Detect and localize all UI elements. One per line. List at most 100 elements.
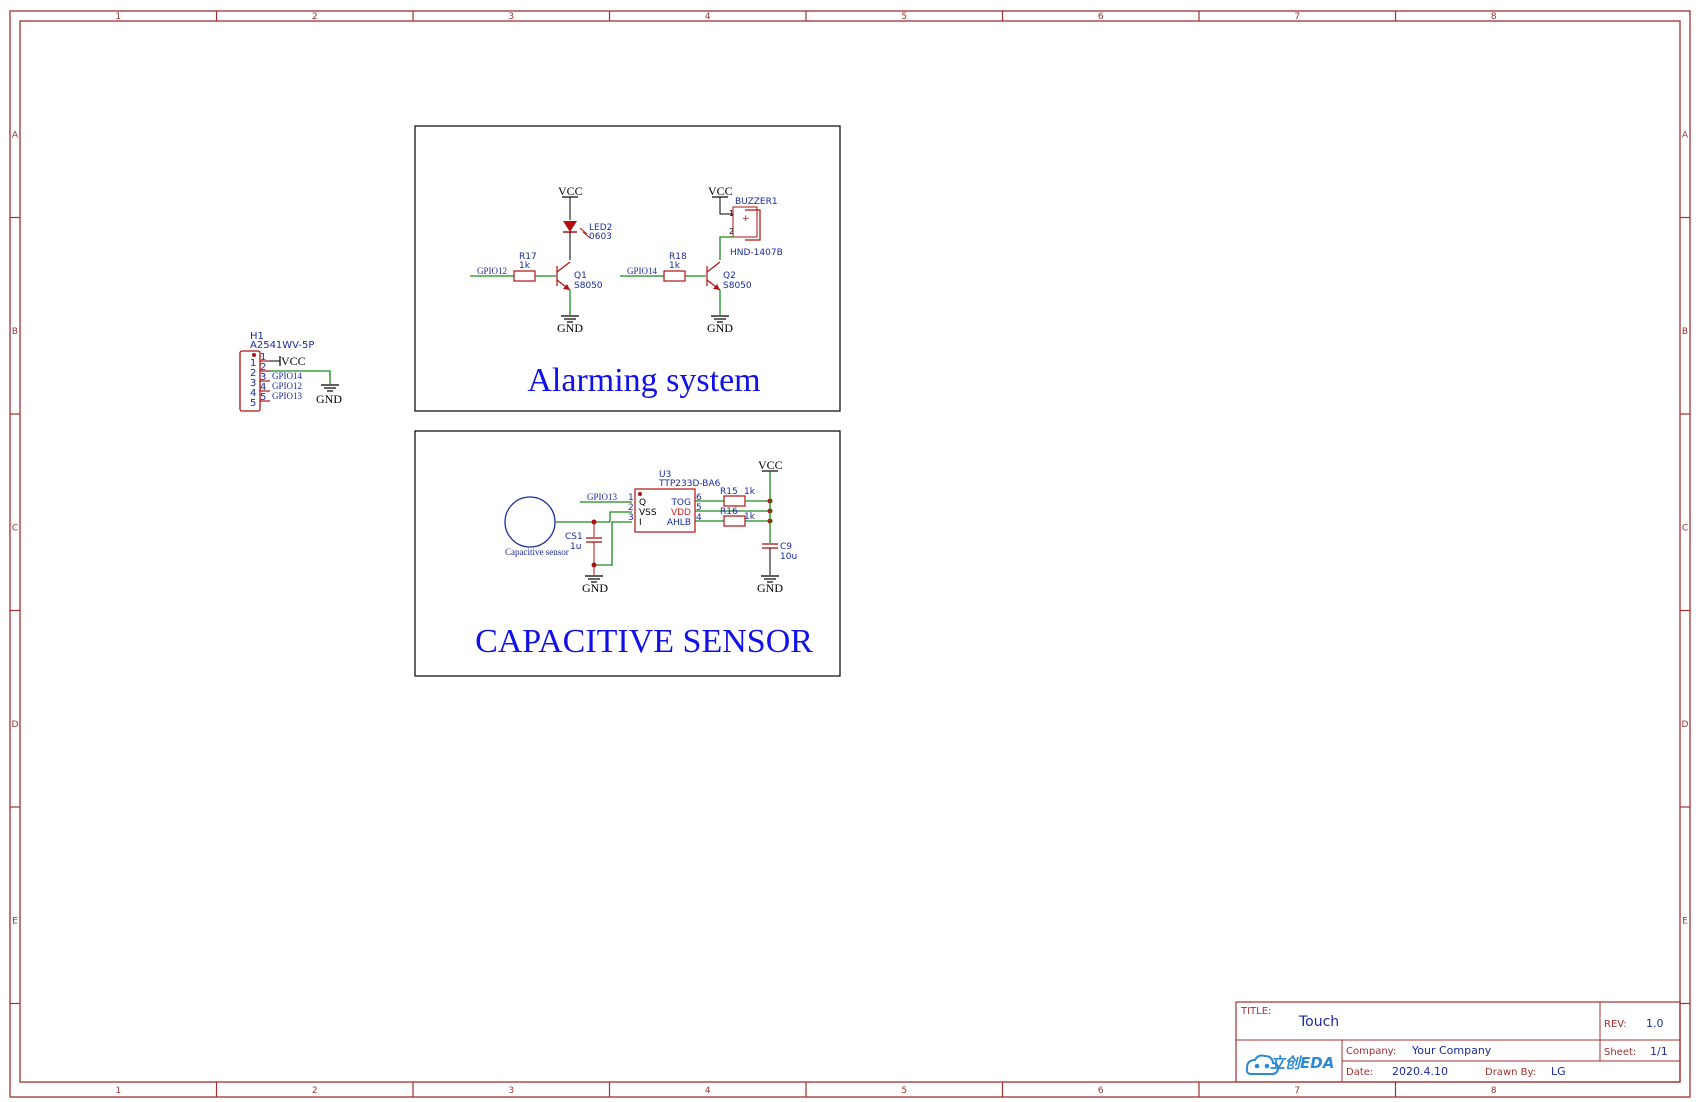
capacitive-pad [504,496,556,548]
sheet-frame [9,10,1691,1098]
connector-pin-num: 4 [260,382,266,393]
connector-pin-num: 2 [260,362,266,373]
drawn-label: Drawn By: [1485,1067,1536,1078]
gnd-symbol [321,384,339,392]
frame-zone-label: C [1682,523,1688,533]
gnd-symbol [561,315,579,323]
transistor-q1 [556,261,571,291]
wire [719,236,733,260]
net-label-gpio14: GPIO14 [272,371,303,381]
connector-h1[interactable]: H1 A2541WV-5P 1 2 3 4 5 1 2 3 4 5 VCC [239,331,342,412]
frame-zone-label: E [12,916,18,926]
company-label: Company: [1346,1046,1396,1057]
connector-pin-num: 2 [250,368,256,379]
buzzer-value: HND-1407B [730,248,783,258]
transistor-q2 [706,261,721,291]
sensor-section[interactable]: Capacitive sensor CS1 1u GND GPIO13 U3 T… [414,430,841,677]
sensor-gpio: GPIO13 [587,492,618,502]
date-label: Date: [1346,1067,1373,1078]
alarm-heading: Alarming system [527,362,760,399]
buzzer-ref: BUZZER1 [735,197,778,207]
transistor-arrow [713,284,720,290]
eda-logo-text: 立创EDA [1270,1054,1334,1072]
q2-value: S8050 [723,281,752,291]
r17-ref: R17 [519,252,537,262]
company-value: Your Company [1411,1044,1492,1057]
frame-zone-label: 3 [508,1086,514,1096]
connector-pin-num: 5 [260,392,266,403]
u3-pin-name: I [639,518,642,528]
frame-zone-label: 8 [1491,1086,1497,1096]
connector-pin-num: 1 [260,352,266,363]
frame-zone-label: 6 [1098,12,1104,22]
transistor-arrow [563,284,570,290]
gnd-symbol [761,575,779,583]
title-label: TITLE: [1240,1006,1271,1017]
r17-value: 1k [519,261,531,271]
u3-pin-name: AHLB [667,518,691,528]
frame-zone-label: 2 [312,1086,318,1096]
buzzer-body [732,206,758,238]
u3-pin-name: VSS [639,508,657,518]
u3-pin-name: Q [639,498,646,508]
frame-zone-label: 7 [1294,1086,1300,1096]
frame-ticks [10,11,1690,1097]
frame-zone-label: 4 [705,12,711,22]
led-symbol [563,221,577,232]
u3-pin-num: 1 [628,493,634,503]
resistor-r16 [723,515,746,527]
alarm-gpio-b: GPIO14 [627,266,658,276]
u3-pin-name: TOG [670,498,691,508]
r16-value: 1k [744,512,756,522]
frame-zone-label: 3 [508,12,514,22]
resistor-r17 [513,270,536,282]
connector-pin-num: 1 [250,358,256,369]
frame-zone-label: D [12,720,19,730]
u3-value: TTP233D-BA6 [658,479,721,489]
cs1-ref: CS1 [565,532,583,542]
frame-zone-label: 4 [705,1086,711,1096]
led-value: 0603 [589,232,612,242]
u3-ref: U3 [659,470,671,480]
buzzer-symbol [745,209,761,241]
frame-zone-label: 6 [1098,1086,1104,1096]
sensor-heading: CAPACITIVE SENSOR [475,623,813,660]
gnd-symbol [585,575,603,583]
connector-part: A2541WV-5P [250,340,314,351]
u3-pin-num: 4 [696,513,702,523]
frame-zone-label: 1 [115,12,121,22]
alarm-box [414,125,841,412]
cs1-value: 1u [570,542,581,552]
eda-logo-icon [1245,1054,1280,1075]
frame-zone-label: 7 [1294,12,1300,22]
alarm-vcc1-label: VCC [558,184,583,198]
r18-value: 1k [669,261,681,271]
alarm-section[interactable]: VCC LED2 0603 R17 1k GPIO12 Q1 S8050 [414,125,841,412]
frame-zone-label: B [1682,327,1688,337]
sensor-vcc-label: VCC [758,458,783,472]
q1-ref: Q1 [574,271,587,281]
date-value: 2020.4.10 [1392,1065,1448,1078]
led-ref: LED2 [589,223,612,233]
sensor-box [414,430,841,677]
alarm-gpio-a: GPIO12 [477,266,507,276]
u3-pin-num: 3 [628,513,634,523]
led-rays [579,227,591,239]
buzzer-pin2: 2 [729,227,734,236]
connector-pin-num: 3 [260,372,266,383]
u3-pin-name: VDD [671,508,691,518]
q1-value: S8050 [574,281,603,291]
title-block: TITLE: Touch REV: 1.0 立创EDA Company: You… [1235,1001,1681,1083]
r15-ref: R15 [720,487,738,497]
rev-label: REV: [1604,1019,1627,1030]
connector-pin-num: 4 [250,388,256,399]
sheet-value: 1/1 [1650,1045,1668,1058]
frame-zone-label: A [12,130,19,140]
connector-gnd-wire [270,370,331,384]
buzzer-plus: + [742,214,750,224]
net-label-vcc: VCC [281,354,306,368]
frame-zone-label: 5 [901,12,907,22]
frame-zone-label: C [12,523,18,533]
gnd-symbol [711,315,729,323]
